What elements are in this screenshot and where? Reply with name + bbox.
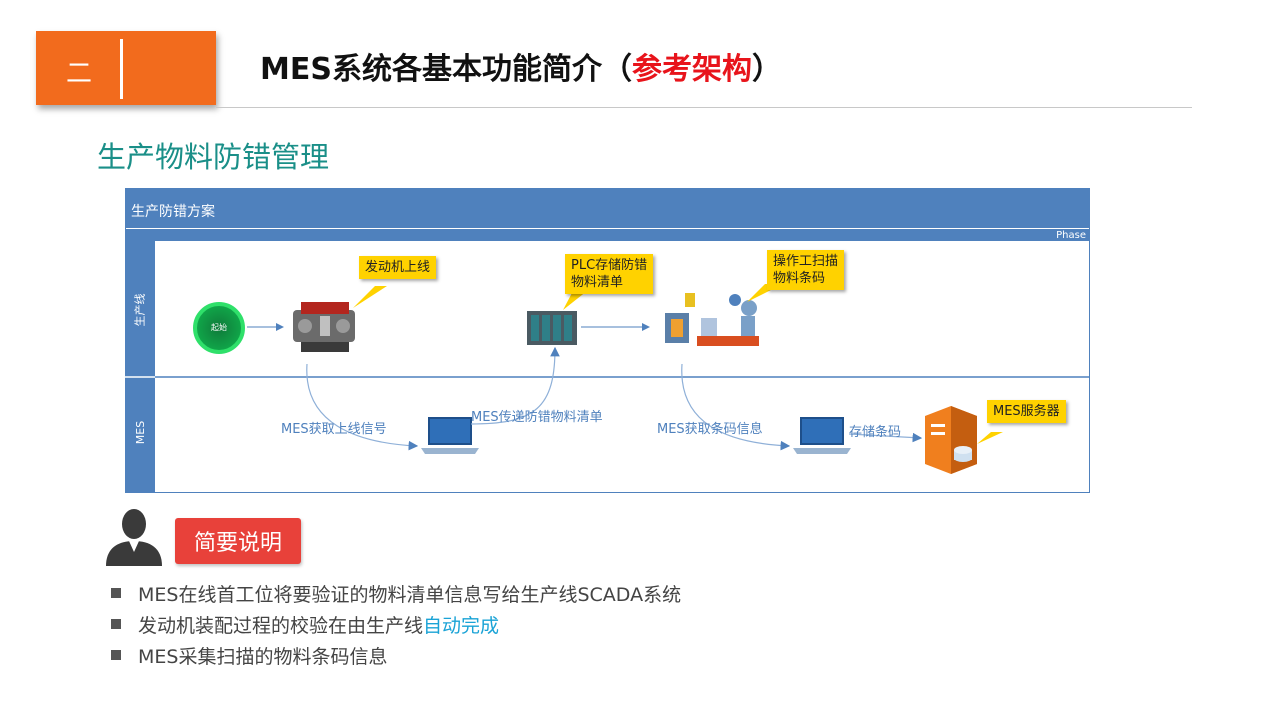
note-operator-scan-line2: 物料条码 <box>773 271 826 286</box>
lane-header-strip <box>125 241 155 493</box>
section-tab: 二 <box>36 31 216 105</box>
summary-button[interactable]: 简要说明 <box>175 518 301 564</box>
note-plc-store-line1: PLC存储防错 <box>571 258 648 273</box>
section-divider <box>120 39 123 99</box>
bullet-square-icon <box>111 588 121 598</box>
note-plc-store-line2: 物料清单 <box>571 275 624 290</box>
note-operator-scan: 操作工扫描 物料条码 <box>767 250 845 290</box>
pool-title: 生产防错方案 <box>131 204 215 220</box>
start-event-icon <box>193 302 245 354</box>
section-number: 二 <box>66 59 93 89</box>
note-mes-server: MES服务器 <box>987 400 1066 423</box>
flow-label-store-barcode: 存储条码 <box>849 425 902 440</box>
lane-label-production: 生产线 <box>133 293 147 327</box>
bullet-text: MES采集扫描的物料条码信息 <box>138 646 388 668</box>
scanning-station-icon <box>665 293 759 346</box>
section-subtitle: 生产物料防错管理 <box>97 140 330 174</box>
flow-label-pass-material-list: MES传递防错物料清单 <box>471 410 603 425</box>
note-plc-store: PLC存储防错 物料清单 <box>565 254 654 294</box>
title-prefix: MES系统各基本功能简介（ <box>260 52 632 87</box>
auto-complete-link[interactable]: 自动完成 <box>423 615 500 637</box>
person-icon <box>106 509 162 566</box>
engine-icon <box>293 302 355 352</box>
note-operator-scan-line1: 操作工扫描 <box>773 254 839 269</box>
start-event-label: 起始 <box>211 323 227 332</box>
flow-label-get-online-signal: MES获取上线信号 <box>281 422 387 437</box>
callout-tail <box>353 286 387 308</box>
bullet-square-icon <box>111 619 121 629</box>
swimlane-diagram: 生产防错方案 Phase 生产线 MES 起始 发动机上线 PLC存储防错 物料… <box>125 188 1090 493</box>
title-underline <box>216 107 1192 108</box>
pool-header <box>125 188 1090 228</box>
lane-label-mes: MES <box>134 420 148 445</box>
phase-bar <box>125 229 1090 241</box>
callout-tail <box>977 432 1003 444</box>
laptop-icon <box>421 417 479 454</box>
note-engine-online: 发动机上线 <box>359 256 437 279</box>
phase-label: Phase <box>1056 230 1086 241</box>
bullet-text: MES在线首工位将要验证的物料清单信息写给生产线SCADA系统 <box>138 584 682 606</box>
flow-label-get-barcode-info: MES获取条码信息 <box>657 422 763 437</box>
arrow-station-to-mes <box>681 363 791 451</box>
laptop-icon <box>793 417 851 454</box>
callout-tail <box>563 291 587 310</box>
arrow-mes-to-plc <box>470 346 560 425</box>
diagram-canvas <box>125 188 1090 493</box>
bullet-text: 发动机装配过程的校验在由生产线 <box>138 615 424 637</box>
arrow-engine-to-mes <box>306 363 419 451</box>
page-title: MES系统各基本功能简介（参考架构） <box>260 44 782 88</box>
title-suffix: ） <box>751 52 782 87</box>
plc-icon <box>527 311 577 345</box>
arrow-laptop-to-server <box>848 432 923 443</box>
bullet-square-icon <box>111 650 121 660</box>
server-icon <box>925 406 977 474</box>
title-highlight: 参考架构 <box>631 52 752 87</box>
